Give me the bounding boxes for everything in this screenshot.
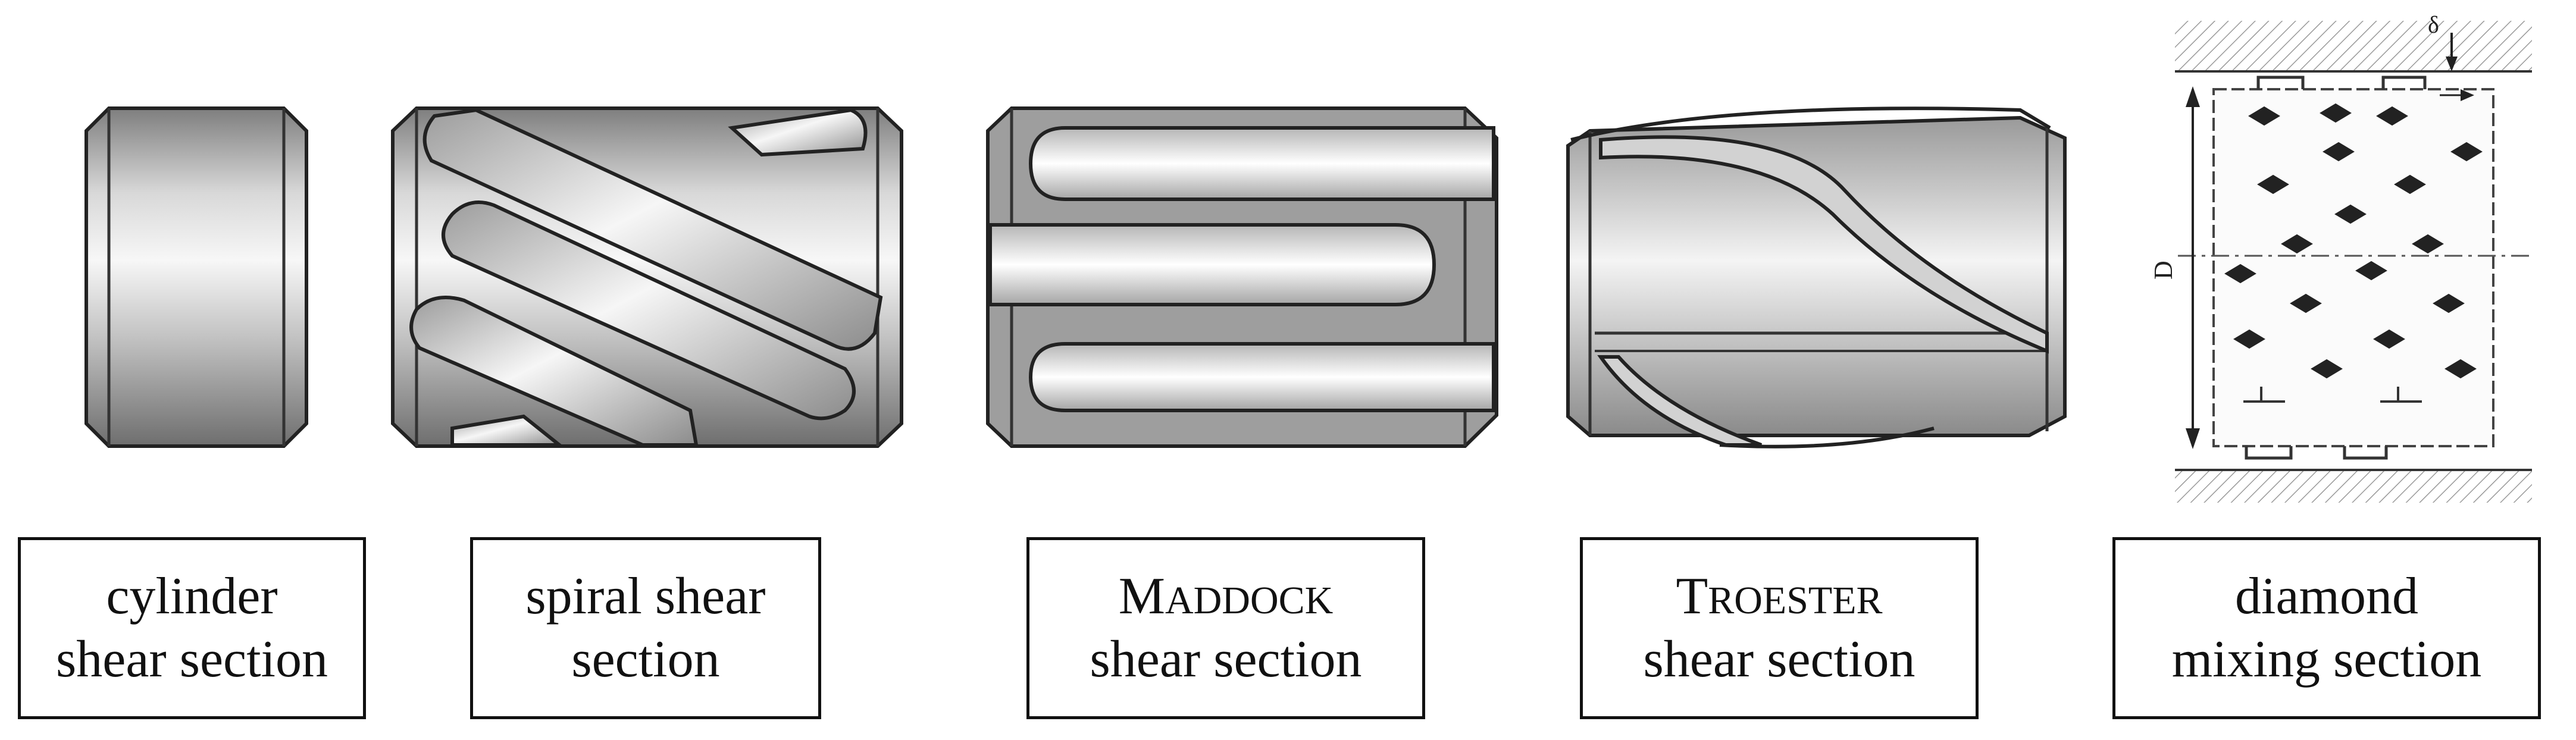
diamond-mixing-section-drawing: D δ [2149,11,2532,503]
dimension-delta-label: δ [2428,11,2439,38]
cylinder-shear-section-drawing [84,106,308,448]
smallcaps-rest: ADDOCK [1165,579,1334,623]
label-line-1: spiral shear [525,567,766,626]
label-line-2: section [571,631,720,688]
label-line-2: mixing section [2171,631,2482,688]
label-line-2: shear section [56,631,328,688]
label-spiral-shear-section: spiral shear section [470,537,821,719]
label-line-1: cylinder [106,567,278,626]
label-line-2: shear section [1090,631,1362,688]
spiral-shear-section-drawing [391,106,903,448]
label-troester-shear-section: TROESTER shear section [1580,537,1979,719]
maddock-shear-section-drawing [986,106,1498,448]
troester-shear-section-drawing [1566,106,2067,449]
smallcaps-rest: ROESTER [1708,579,1883,623]
label-cylinder-shear-section: cylinder shear section [18,537,366,719]
dimension-d-label: D [2149,261,2178,280]
label-diamond-mixing-section: diamond mixing section [2112,537,2541,719]
label-maddock-shear-section: MADDOCK shear section [1026,537,1425,719]
label-line-2: shear section [1643,631,1915,688]
smallcaps-initial: T [1676,567,1708,626]
label-line-1: MADDOCK [1119,565,1334,628]
label-line-1: diamond [2235,567,2418,626]
label-line-1: TROESTER [1676,565,1882,628]
smallcaps-initial: M [1118,567,1165,626]
